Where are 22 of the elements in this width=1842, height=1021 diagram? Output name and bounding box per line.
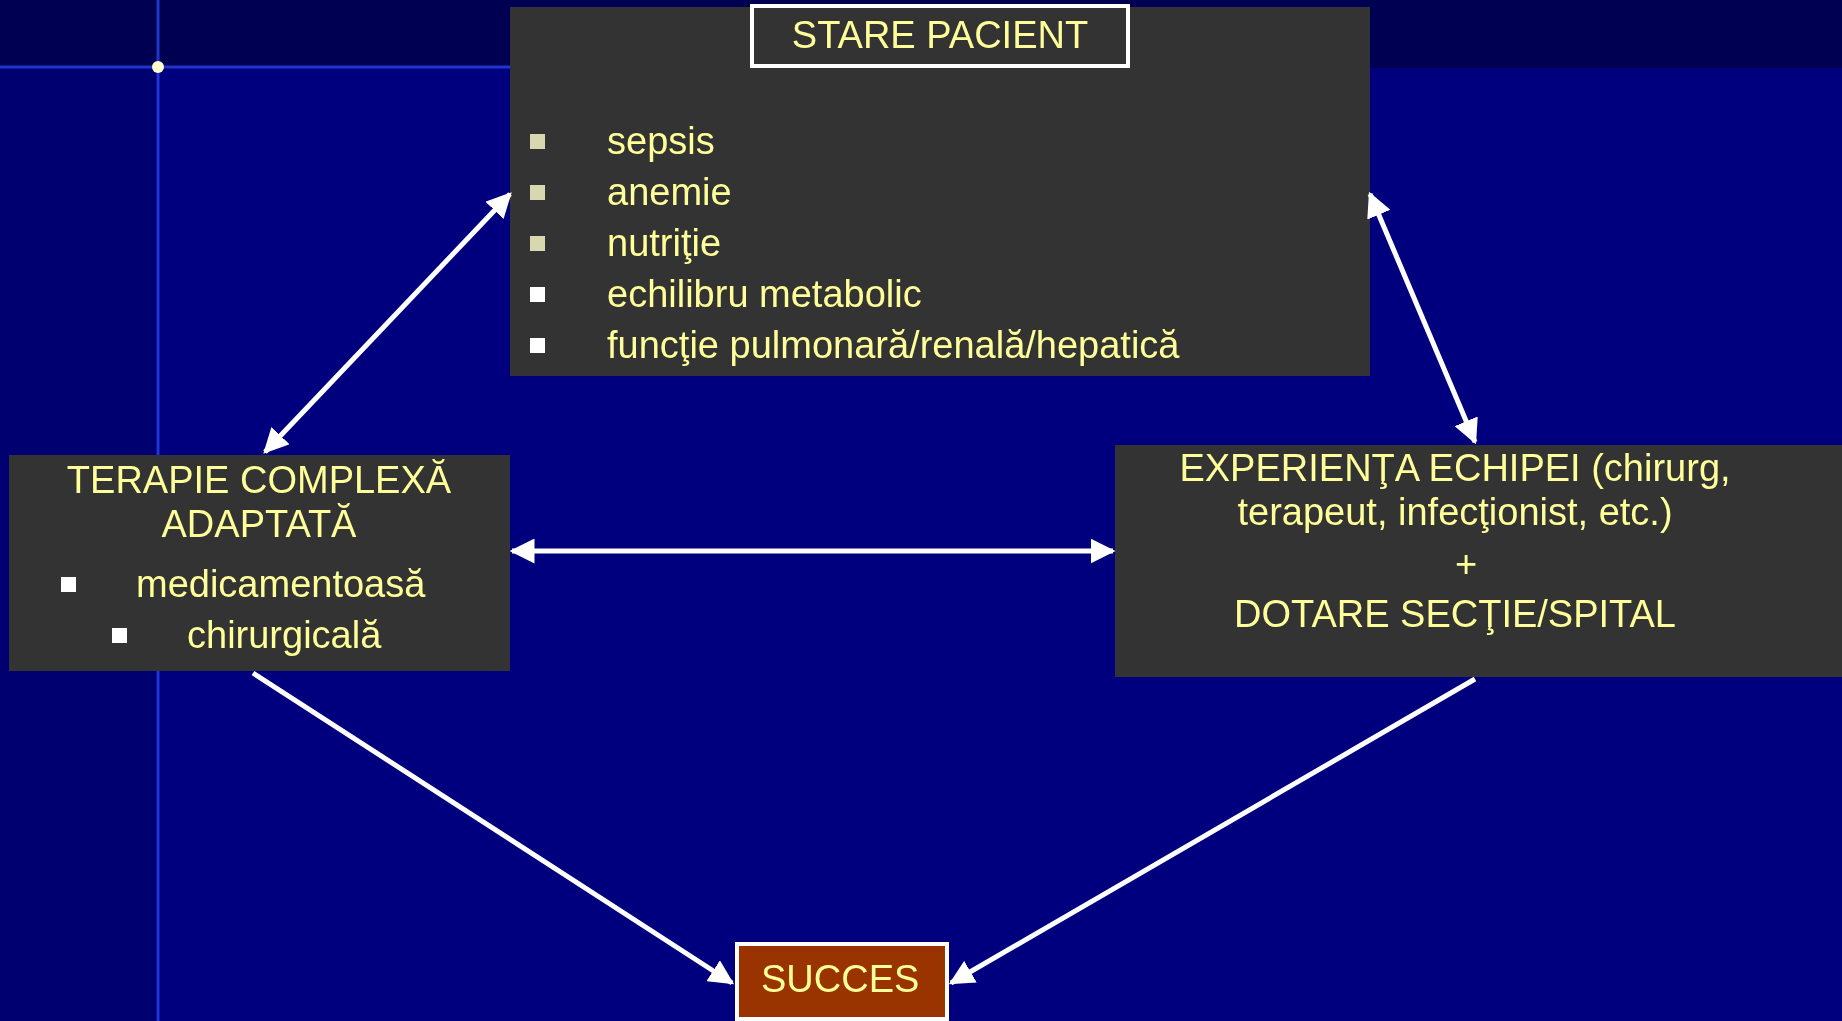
arrow xyxy=(509,538,1116,564)
arrow xyxy=(263,192,512,454)
list-item: anemie xyxy=(607,171,732,215)
arrow xyxy=(948,676,1477,986)
box-heading: TERAPIE COMPLEXĂ ADAPTATĂ xyxy=(65,459,453,547)
list-item: nutriţie xyxy=(607,222,722,266)
list-item: echilibru metabolic xyxy=(607,273,922,317)
list-item: medicamentoasă xyxy=(136,563,426,607)
list-item: sepsis xyxy=(607,120,715,164)
arrow xyxy=(251,670,735,986)
result-box xyxy=(735,942,949,1021)
content-box xyxy=(510,7,1370,376)
result-label: SUCCES xyxy=(761,958,920,1002)
list-item: chirurgicală xyxy=(187,614,382,658)
plus-sign: + xyxy=(1455,543,1478,587)
content-box xyxy=(1115,445,1842,677)
box-text: EXPERIENŢA ECHIPEI (chirurg, terapeut, infecţionist, etc.) xyxy=(1178,447,1732,535)
content-box xyxy=(9,455,510,671)
title-box: STARE PACIENT xyxy=(750,4,1130,68)
list-item: funcţie pulmonară/renală/hepatică xyxy=(607,324,1180,368)
arrow xyxy=(1367,191,1478,445)
box-text: DOTARE SECŢIE/SPITAL xyxy=(1233,593,1677,637)
